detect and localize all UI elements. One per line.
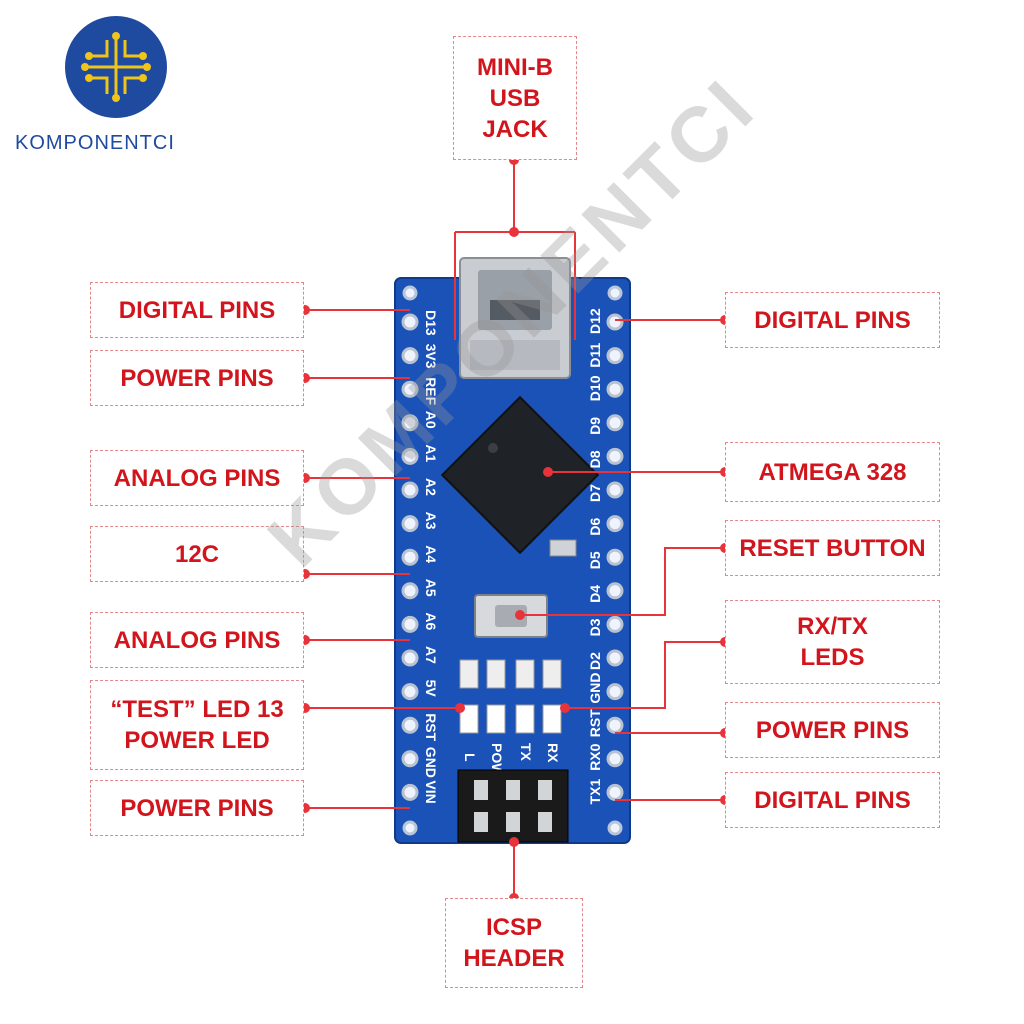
- crystal: [549, 539, 577, 557]
- pin-label: GND: [423, 747, 439, 778]
- pin-label: GND: [587, 672, 603, 703]
- pin-label: RST: [423, 713, 439, 741]
- usb-jack: [459, 257, 571, 379]
- pin-hole: [401, 414, 419, 432]
- pin-hole: [401, 447, 419, 465]
- pin-label: A5: [423, 579, 439, 597]
- pin-label: D5: [587, 551, 603, 569]
- led-label-l: L: [462, 753, 478, 762]
- pin-label: VIN: [423, 780, 439, 803]
- pin-hole: [606, 548, 624, 566]
- callout-test-led: “TEST” LED 13 POWER LED: [90, 680, 304, 770]
- pin-hole: [606, 313, 624, 331]
- pin-label: D3: [587, 618, 603, 636]
- pin-label: RX0: [587, 743, 603, 770]
- callout-analog-pins-left-1: ANALOG PINS: [90, 450, 304, 506]
- pin-label: A7: [423, 646, 439, 664]
- pin-hole: [606, 649, 624, 667]
- atmega-chip: [440, 395, 600, 555]
- pin-hole: [606, 481, 624, 499]
- circuit-traces-icon: [81, 32, 151, 102]
- pin-hole: [606, 347, 624, 365]
- pin-label: D10: [587, 375, 603, 401]
- pin-label: REF: [423, 377, 439, 405]
- pin-label: D4: [587, 585, 603, 603]
- pin-hole: [401, 582, 419, 600]
- pin-label: A2: [423, 478, 439, 496]
- pin-label: D12: [587, 308, 603, 334]
- callout-digital-pins-left: DIGITAL PINS: [90, 282, 304, 338]
- pin-hole: [606, 783, 624, 801]
- led-label-rx: RX: [545, 743, 561, 763]
- callout-icsp-header: ICSP HEADER: [445, 898, 583, 988]
- pin-hole: [401, 548, 419, 566]
- callout-i2c: 12C: [90, 526, 304, 582]
- pin-label: D6: [587, 517, 603, 535]
- pin-label: TX1: [587, 779, 603, 805]
- pin-hole: [401, 347, 419, 365]
- brand-logo: KOMPONENTCI: [0, 0, 240, 170]
- pin-hole: [401, 380, 419, 398]
- icsp-header: [457, 769, 569, 843]
- callout-power-pins-left-2: POWER PINS: [90, 780, 304, 836]
- pin-label: 5V: [423, 680, 439, 698]
- pin-hole: [401, 716, 419, 734]
- pin-hole: [401, 783, 419, 801]
- pin-label: 3V3: [423, 344, 439, 369]
- right-header-pins: [606, 313, 624, 801]
- pin-hole: [606, 683, 624, 701]
- pin-label: A0: [423, 411, 439, 429]
- pin-label: A4: [423, 545, 439, 563]
- callout-reset-button: RESET BUTTON: [725, 520, 940, 576]
- pin-hole: [606, 716, 624, 734]
- brand-name: KOMPONENTCI: [15, 132, 175, 154]
- pin-hole: [606, 447, 624, 465]
- pin-label: D8: [587, 450, 603, 468]
- callout-digital-pins-bottom-right: DIGITAL PINS: [725, 772, 940, 828]
- pin-label: D13: [423, 310, 439, 336]
- callout-rxtx-leds: RX/TX LEDS: [725, 600, 940, 684]
- pin-label: A1: [423, 444, 439, 462]
- pin-hole: [401, 750, 419, 768]
- callout-usb-jack: MINI-B USB JACK: [453, 36, 577, 160]
- circuit-logo-icon: [65, 16, 167, 118]
- pin-label: D7: [587, 484, 603, 502]
- pin-hole: [606, 414, 624, 432]
- pin-hole: [606, 582, 624, 600]
- mounting-holes: [402, 285, 623, 836]
- pin-hole: [606, 615, 624, 633]
- pin-label: A6: [423, 612, 439, 630]
- callout-power-pins-left-1: POWER PINS: [90, 350, 304, 406]
- pin-hole: [606, 515, 624, 533]
- pin-hole: [401, 313, 419, 331]
- callout-digital-pins-right: DIGITAL PINS: [725, 292, 940, 348]
- pin-label: D11: [587, 342, 603, 367]
- status-leds: [459, 659, 562, 734]
- pin-hole: [401, 515, 419, 533]
- pin-hole: [401, 649, 419, 667]
- pcb-board: [395, 278, 630, 843]
- led-label-pow: POW: [489, 743, 505, 777]
- callout-atmega: ATMEGA 328: [725, 442, 940, 502]
- pin-hole: [401, 615, 419, 633]
- callout-power-pins-right: POWER PINS: [725, 702, 940, 758]
- left-header-pins: [401, 313, 419, 801]
- pin-label: D2: [587, 652, 603, 670]
- pin-hole: [606, 750, 624, 768]
- pin-hole: [401, 481, 419, 499]
- callout-analog-pins-left-2: ANALOG PINS: [90, 612, 304, 668]
- pin-label: RST: [587, 709, 603, 737]
- pin-hole: [606, 380, 624, 398]
- led-label-tx: TX: [518, 743, 534, 762]
- pin-label: D9: [587, 417, 603, 435]
- pin-hole: [401, 683, 419, 701]
- pin-label: A3: [423, 512, 439, 530]
